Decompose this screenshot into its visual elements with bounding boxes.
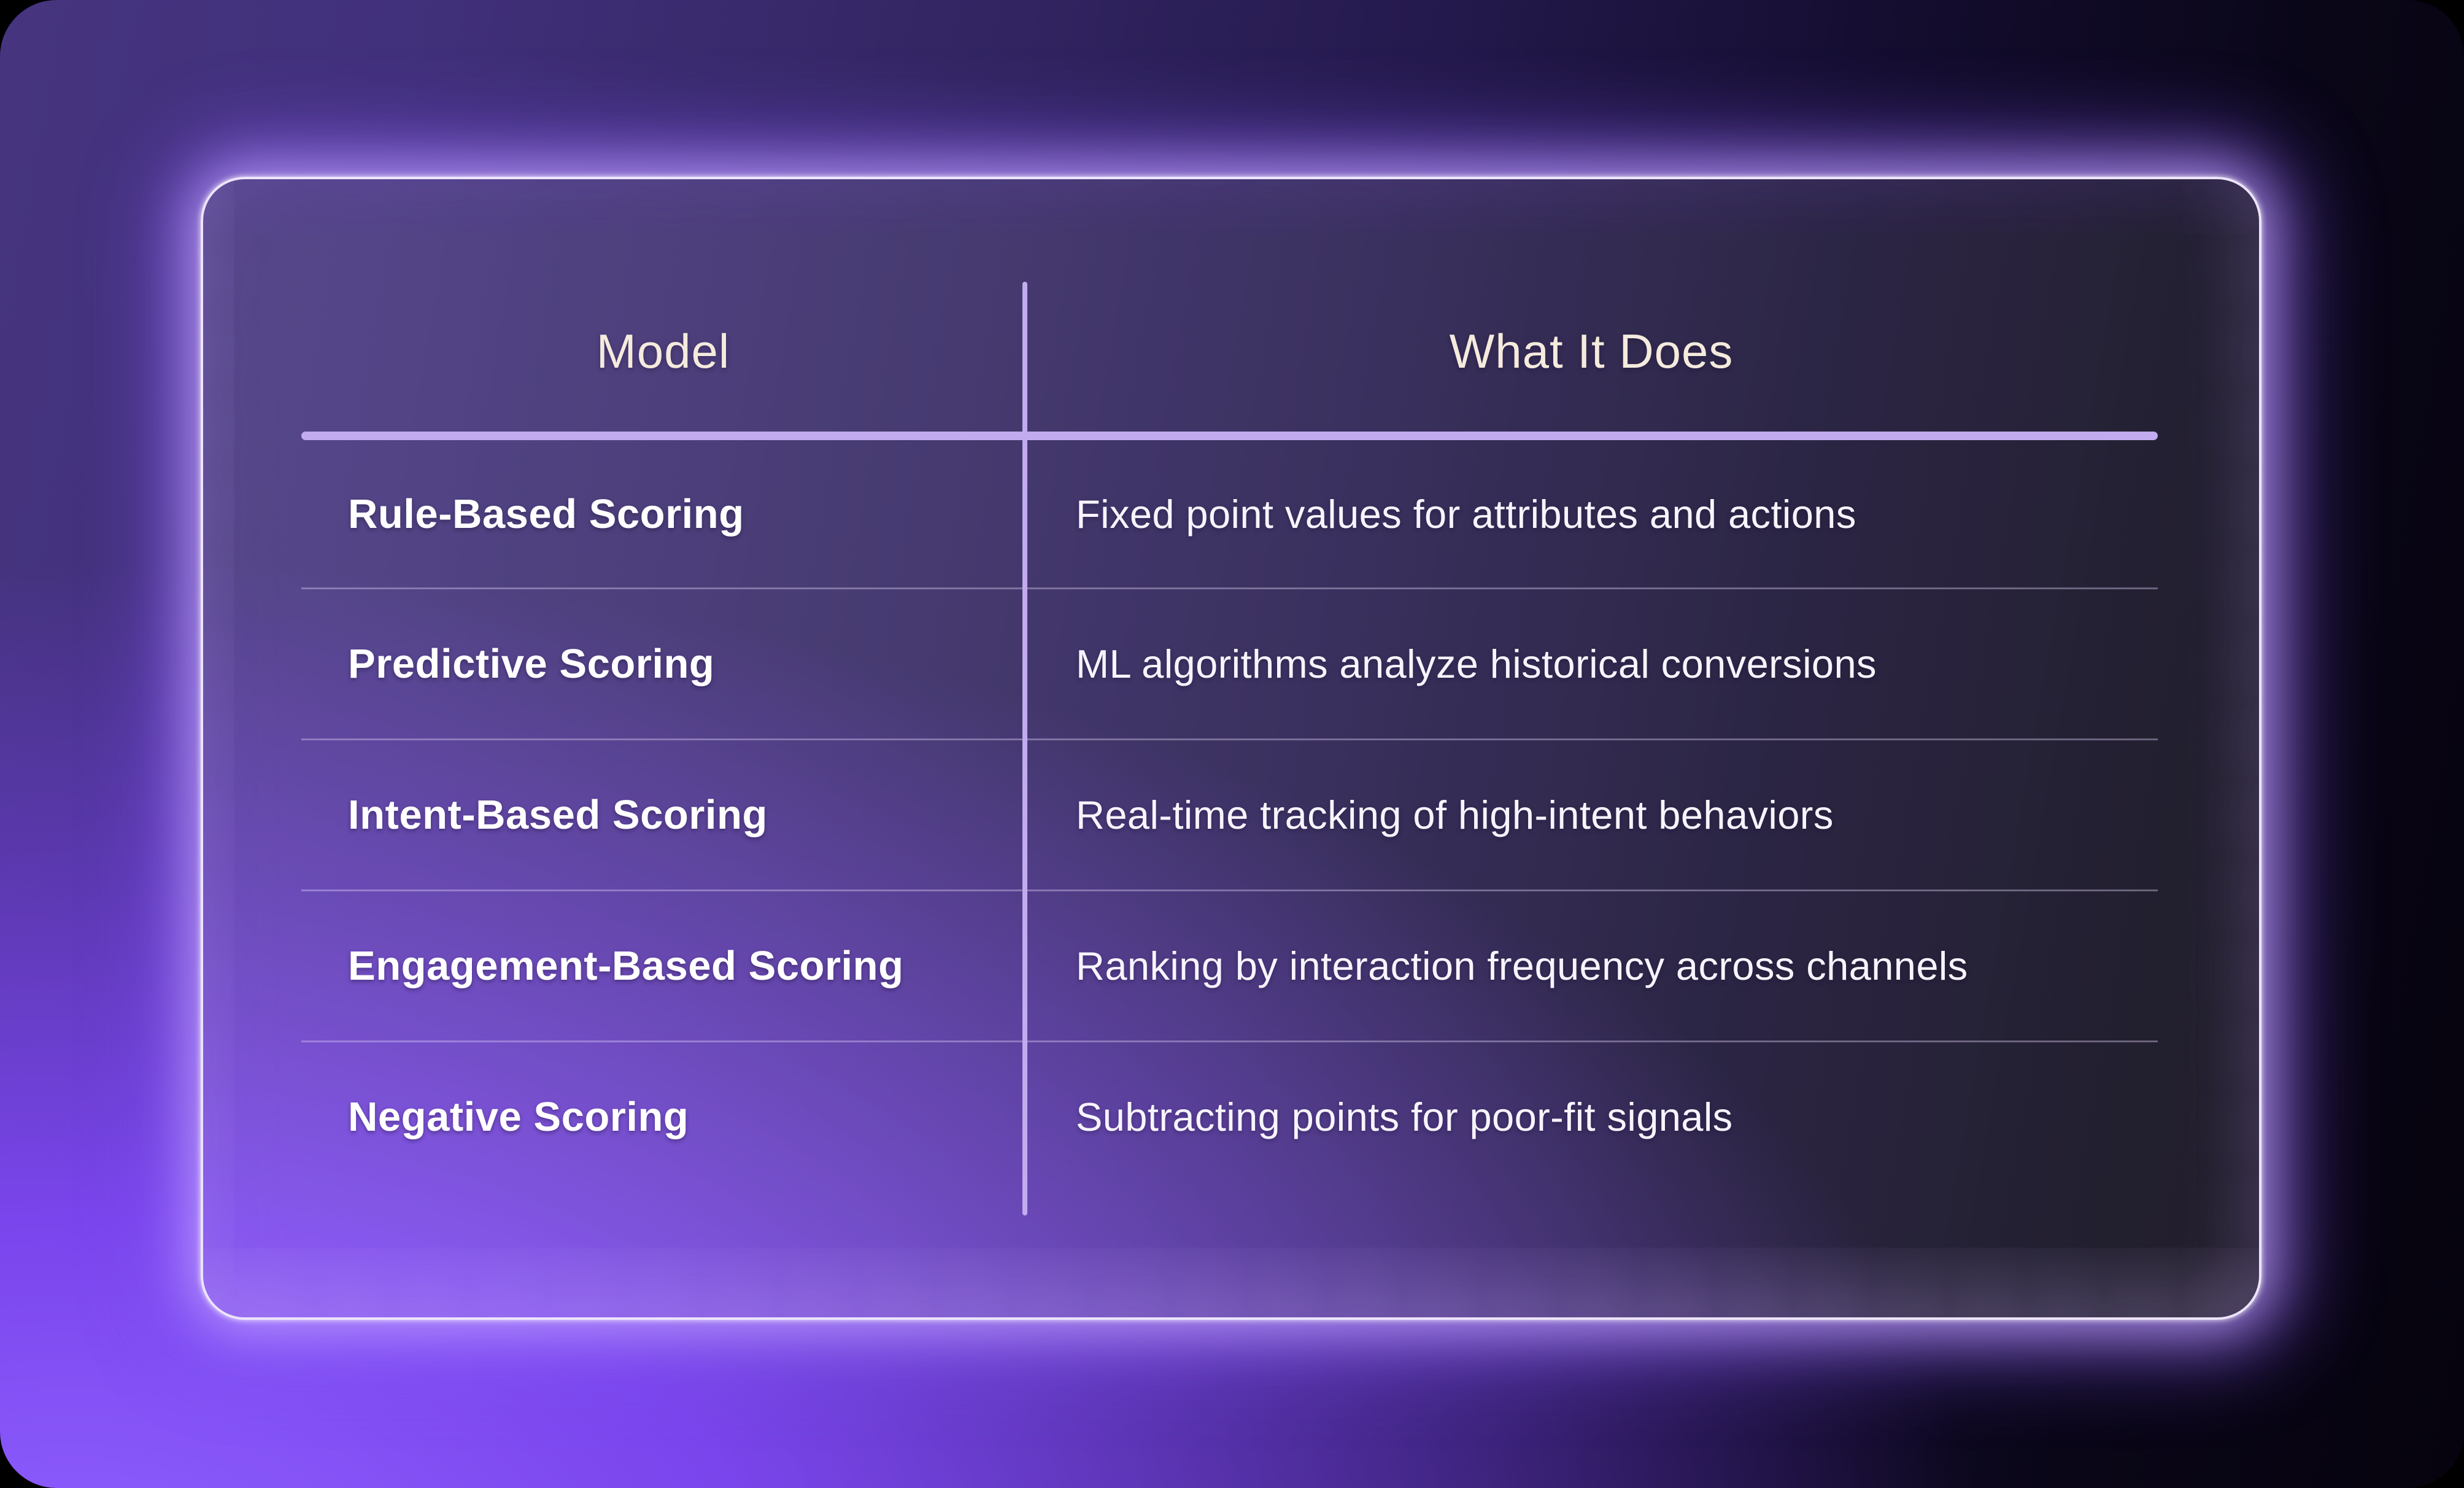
table-content: Model What It Does Rule-Based Scoring Fix… (301, 179, 2158, 1192)
model-description-cell: ML algorithms analyze historical convers… (1076, 641, 1877, 686)
table-row: Negative Scoring Subtracting points for p… (301, 1040, 2158, 1192)
model-description-cell: Ranking by interaction frequency across … (1076, 944, 1968, 988)
scoring-models-table-card: Model What It Does Rule-Based Scoring Fix… (201, 177, 2261, 1320)
column-header-what-it-does: What It Does (1449, 324, 1734, 378)
table-row: Intent-Based Scoring Real-time tracking o… (301, 738, 2158, 889)
model-name-cell: Engagement-Based Scoring (348, 943, 904, 989)
table-header-row: Model What It Does (301, 179, 2158, 432)
model-name-cell: Predictive Scoring (348, 641, 715, 687)
column-header-model: Model (596, 324, 730, 378)
model-description-cell: Fixed point values for attributes and ac… (1076, 491, 1856, 537)
table-row: Predictive Scoring ML algorithms analyze … (301, 587, 2158, 738)
model-description-cell: Subtracting points for poor-fit signals (1076, 1095, 1733, 1139)
model-name-cell: Intent-Based Scoring (348, 792, 768, 838)
table-row: Engagement-Based Scoring Ranking by inter… (301, 889, 2158, 1040)
model-name-cell: Negative Scoring (348, 1094, 689, 1140)
table-row: Rule-Based Scoring Fixed point values for… (301, 440, 2158, 587)
table-body: Rule-Based Scoring Fixed point values for… (301, 440, 2158, 1192)
model-name-cell: Rule-Based Scoring (348, 490, 744, 537)
column-divider-line (1022, 282, 1027, 1215)
header-underline (301, 432, 2158, 440)
model-description-cell: Real-time tracking of high-intent behavi… (1076, 792, 1834, 837)
